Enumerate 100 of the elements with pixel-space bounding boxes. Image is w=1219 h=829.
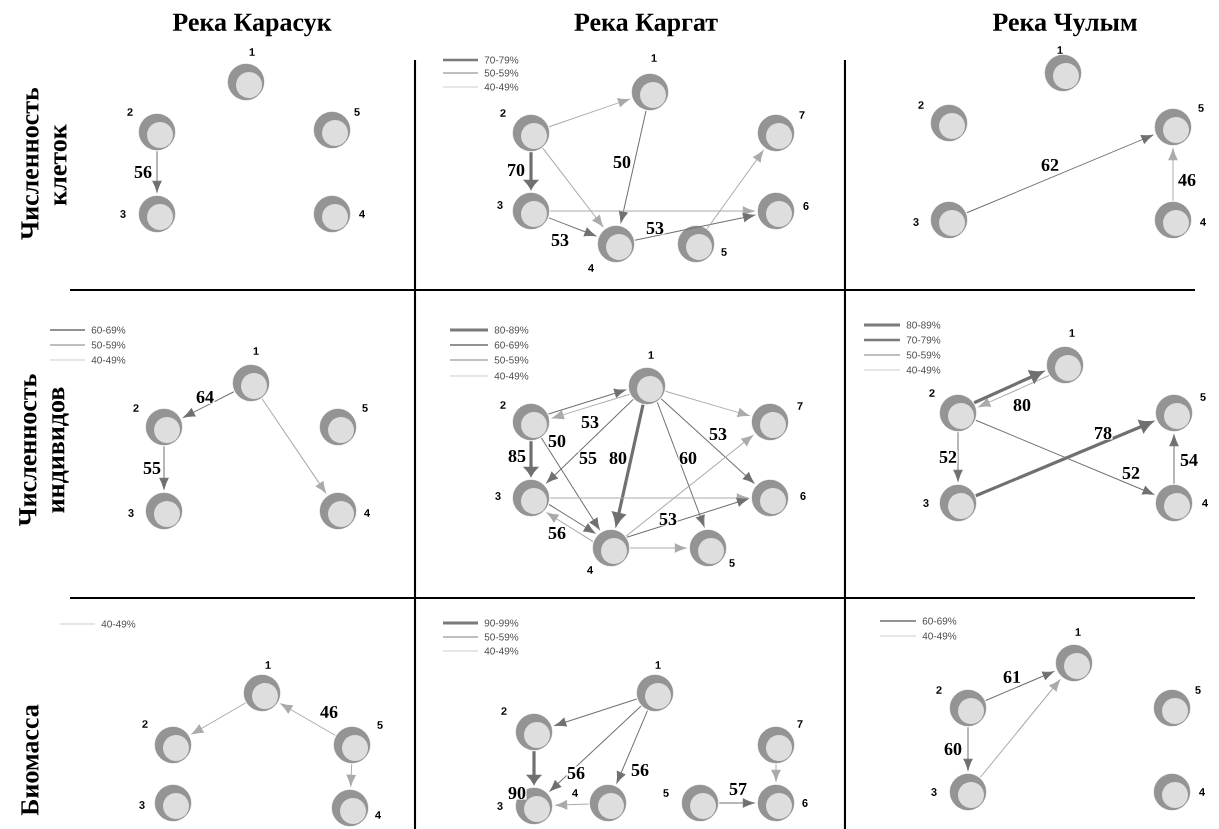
legend-entry: 50-59%	[449, 356, 529, 364]
node-number: 4	[1200, 218, 1206, 226]
node-number: 5	[354, 108, 360, 116]
node-number: 2	[929, 389, 935, 397]
node-number: 6	[802, 799, 808, 807]
legend-entry: 40-49%	[863, 366, 941, 374]
node-number: 7	[797, 402, 803, 410]
arrow	[152, 150, 162, 193]
edge-label: 56	[566, 766, 586, 780]
node-number: 4	[364, 509, 370, 517]
node-number: 1	[651, 54, 657, 62]
edge-label: 61	[1002, 670, 1022, 684]
legend-entry: 50-59%	[442, 69, 519, 77]
node-number: 7	[797, 720, 803, 728]
arrow	[546, 512, 594, 543]
arrow	[547, 388, 626, 415]
legend-entry: 90-99%	[443, 619, 519, 627]
legend-entry: 50-59%	[863, 351, 941, 359]
arrow	[261, 398, 327, 494]
arrow	[979, 679, 1061, 778]
legend-entry: 40-49%	[879, 632, 957, 640]
edge-label: 52	[1121, 466, 1141, 480]
node-number: 1	[1075, 628, 1081, 636]
edge-label: 52	[938, 450, 958, 464]
edge-label: 62	[1040, 158, 1060, 172]
edge-label: 53	[658, 512, 678, 526]
arrow	[524, 152, 538, 190]
arrow	[626, 497, 749, 538]
node-number: 2	[936, 686, 942, 694]
edge-label: 50	[547, 434, 567, 448]
edge-label: 57	[728, 782, 748, 796]
node-number: 1	[655, 661, 661, 669]
node-number: 2	[127, 108, 133, 116]
node-number: 3	[139, 801, 145, 809]
node-number: 5	[1200, 393, 1206, 401]
arrow	[548, 98, 630, 128]
arrow	[280, 703, 336, 736]
edge-label: 54	[1179, 453, 1199, 467]
arrow	[718, 798, 755, 808]
arrow	[656, 401, 705, 527]
edge-label: 55	[578, 451, 598, 465]
legend-entry: 80-89%	[864, 321, 941, 329]
node-number: 5	[1195, 686, 1201, 694]
node-number: 6	[803, 202, 809, 210]
arrow	[552, 393, 631, 420]
node-number: 3	[120, 210, 126, 218]
node-number: 3	[128, 509, 134, 517]
legend-entry: 50-59%	[442, 633, 519, 641]
arrow	[660, 398, 755, 484]
node-number: 4	[359, 210, 365, 218]
edge-label: 60	[943, 742, 963, 756]
node-number: 2	[501, 707, 507, 715]
arrow	[554, 698, 638, 727]
arrow	[1169, 434, 1179, 485]
edge-label: 70	[506, 163, 526, 177]
arrow	[963, 726, 973, 771]
legend-entry: 80-89%	[450, 326, 529, 334]
node-number: 5	[721, 248, 727, 256]
row-heading: Численность индивидов	[19, 374, 69, 527]
legend-entry: 70-79%	[443, 56, 519, 64]
arrow	[191, 702, 247, 735]
legend-entry: 40-49%	[59, 620, 136, 628]
row-heading: Численность клеток	[21, 87, 67, 240]
node-number: 5	[377, 721, 383, 729]
edge-label: 56	[133, 165, 153, 179]
node-number: 4	[587, 566, 593, 574]
node-number: 7	[799, 111, 805, 119]
node-number: 4	[588, 264, 594, 272]
legend-entry: 40-49%	[442, 647, 519, 655]
arrow	[629, 543, 687, 553]
node-number: 2	[918, 101, 924, 109]
arrow	[346, 763, 356, 787]
arrow	[634, 212, 755, 241]
edge-label: 78	[1093, 426, 1113, 440]
arrow	[549, 206, 755, 216]
node-number: 2	[133, 404, 139, 412]
node-number: 5	[362, 404, 368, 412]
node-number: 1	[1057, 46, 1063, 54]
arrow	[542, 147, 604, 227]
legend-entry: 60-69%	[879, 617, 957, 625]
edge-label: 56	[630, 763, 650, 777]
edge-label: 53	[708, 427, 728, 441]
arrow	[540, 437, 600, 530]
arrow	[549, 705, 642, 792]
node-number: 4	[375, 811, 381, 819]
arrow	[524, 441, 538, 477]
legend-entry: 60-69%	[49, 326, 126, 334]
arrow	[548, 217, 596, 237]
node-number: 1	[648, 351, 654, 359]
arrow	[706, 150, 764, 229]
edge-label: 50	[612, 155, 632, 169]
arrow	[548, 503, 596, 534]
legend-entry: 60-69%	[449, 341, 529, 349]
edge-label: 85	[507, 449, 527, 463]
arrow	[985, 671, 1055, 701]
legend-entry: 40-49%	[49, 356, 126, 364]
arrow	[625, 435, 753, 537]
row-heading: Биомасса	[21, 704, 39, 816]
column-heading: Река Карасук	[172, 13, 332, 37]
node-number: 5	[1198, 104, 1204, 112]
